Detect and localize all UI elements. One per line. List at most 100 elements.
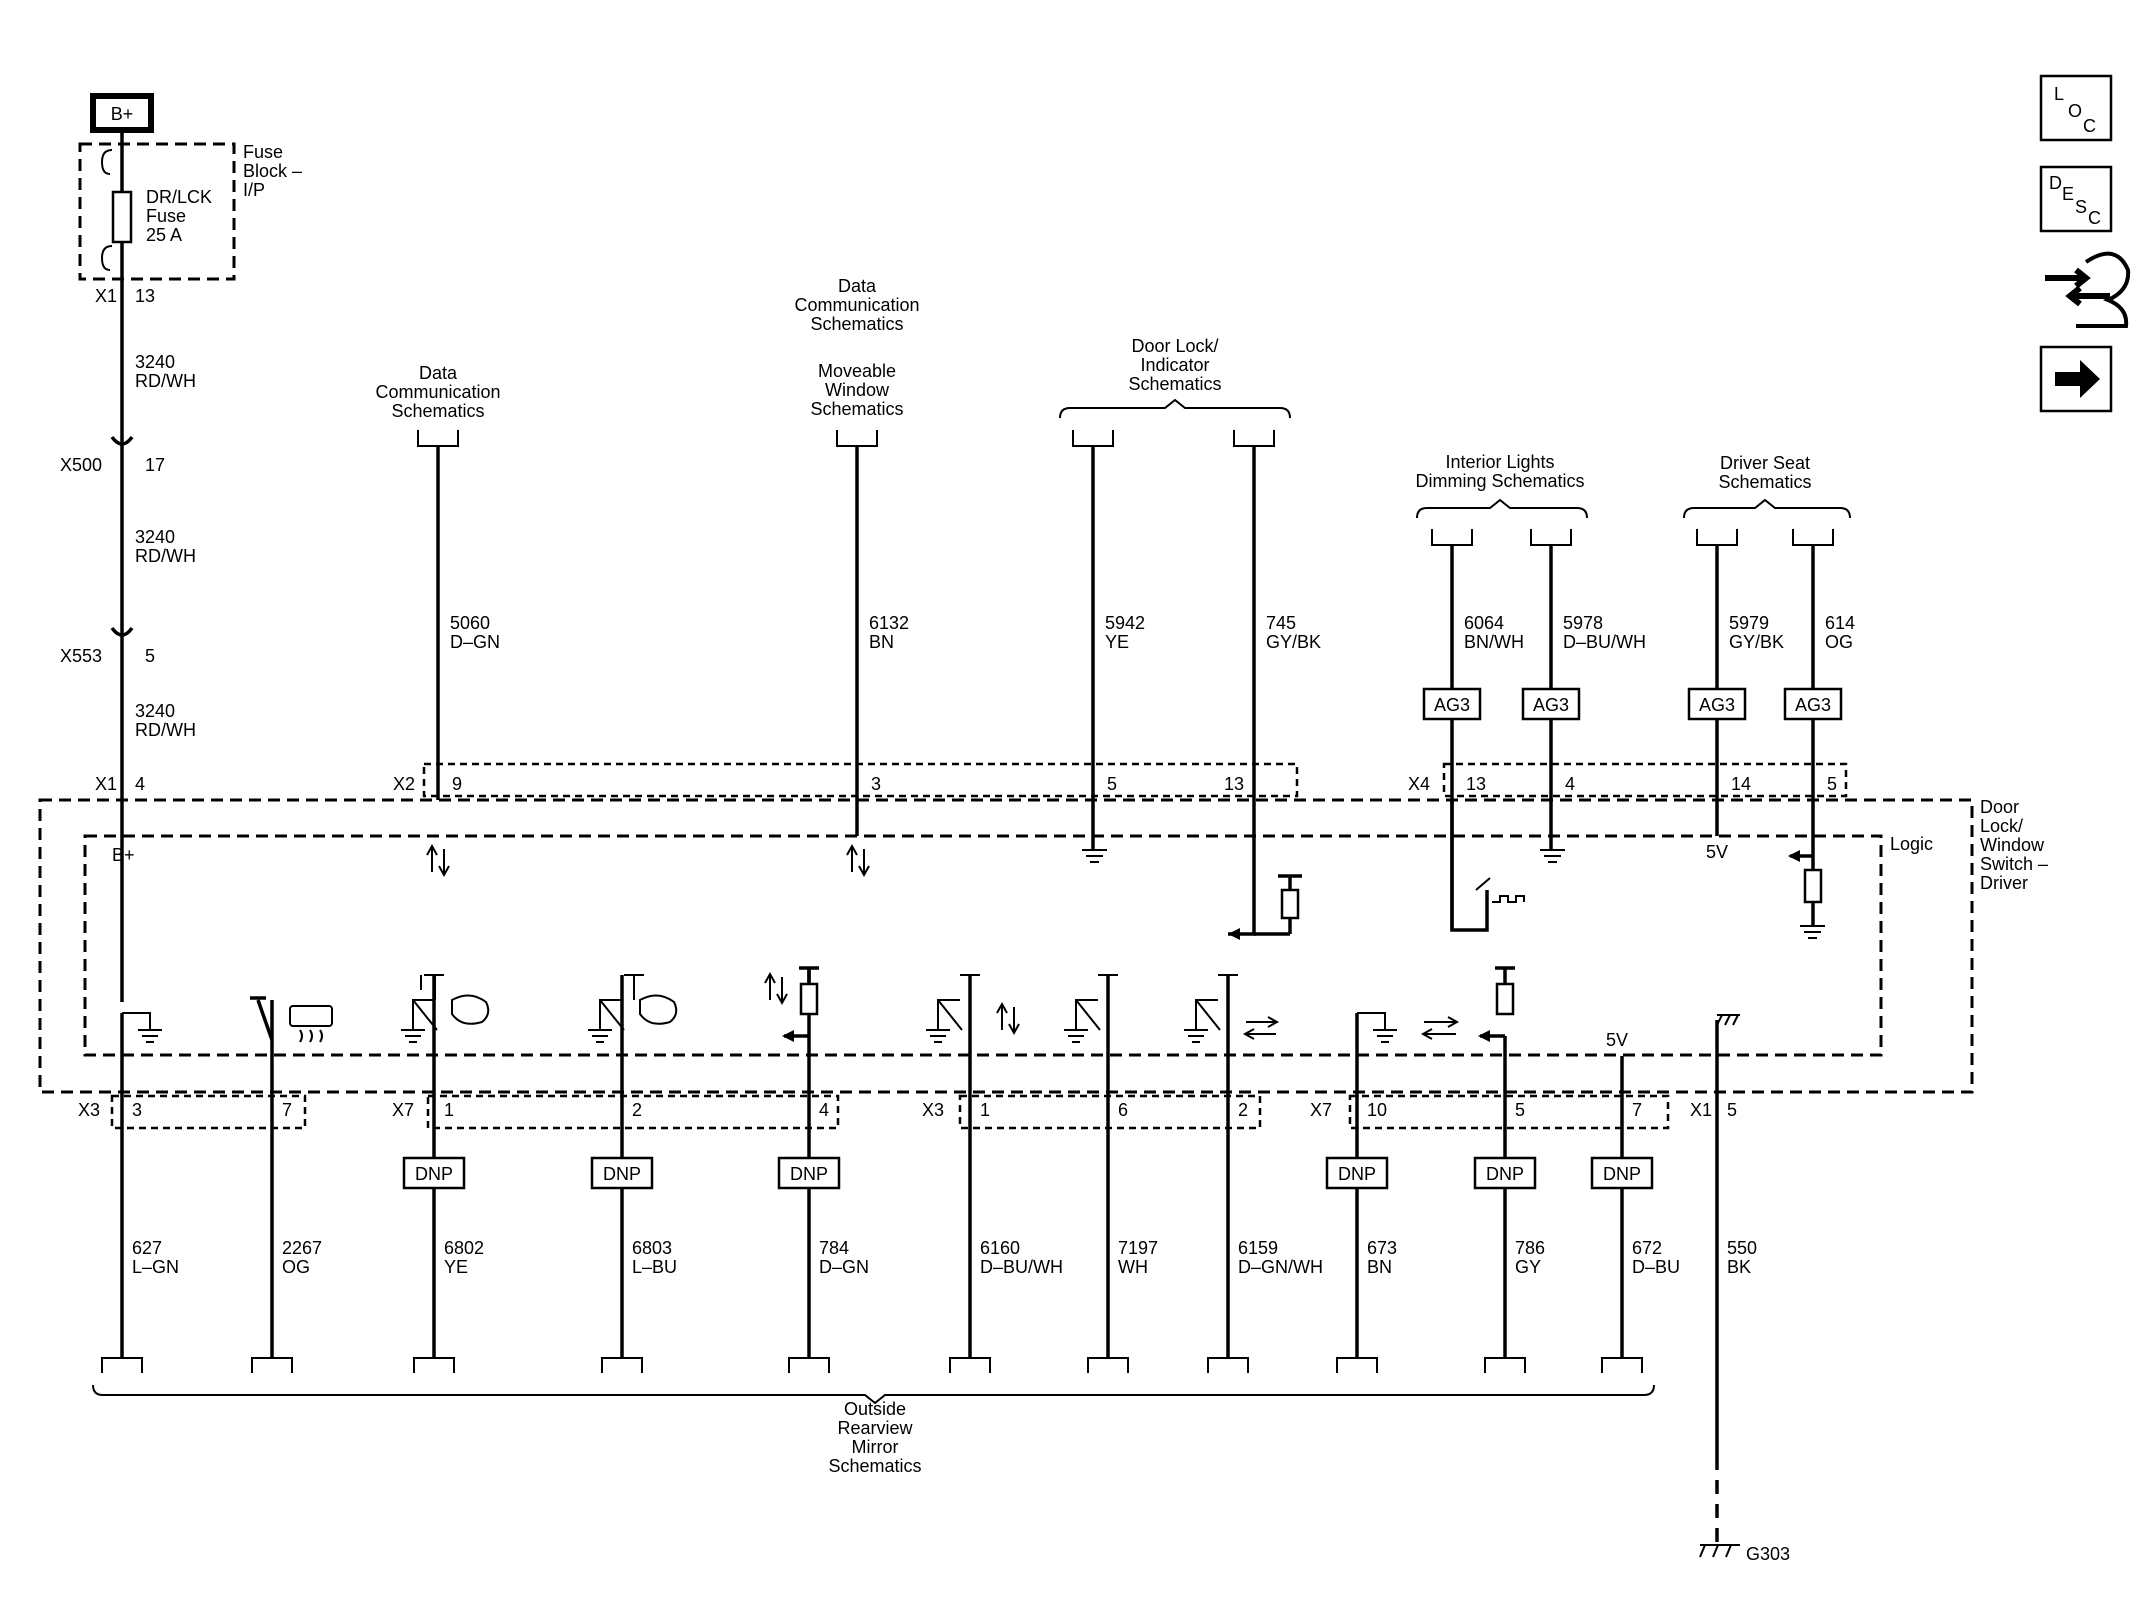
svg-text:Schematics: Schematics: [1128, 374, 1221, 394]
description-button[interactable]: D E S C: [2039, 165, 2113, 233]
terminal-icon: [1484, 1357, 1526, 1373]
switch-contacts-icons: [250, 974, 1238, 1043]
location-button[interactable]: L O C: [2039, 74, 2113, 142]
pin-number: 10: [1367, 1100, 1387, 1120]
connector-x2-label: X2: [393, 774, 415, 794]
wire-number: 5978: [1563, 613, 1603, 633]
wire-color: BK: [1727, 1257, 1751, 1277]
terminal-icon: [1431, 529, 1473, 546]
connector-x4-frame: [1442, 762, 1848, 798]
option-tag-box: [777, 1156, 841, 1190]
ref-data-communication-right[interactable]: Data Communication Schematics: [794, 276, 919, 334]
dimming-switch-icon: [1475, 877, 1525, 903]
svg-text:Switch –: Switch –: [1980, 854, 2048, 874]
svg-text:Communication: Communication: [375, 382, 500, 402]
wire-color: L–BU: [632, 1257, 677, 1277]
option-tag-box: [1521, 687, 1581, 721]
svg-text:O: O: [2068, 101, 2082, 121]
terminal-icon: [101, 1357, 143, 1373]
pin-number: 14: [1731, 774, 1751, 794]
option-tag-box: [1325, 1156, 1389, 1190]
wire-number: 5942: [1105, 613, 1145, 633]
terminal-icon: [1087, 1357, 1129, 1373]
svg-text:C: C: [2088, 208, 2101, 228]
pin-number: 5: [1107, 774, 1117, 794]
fuse-icon: [111, 190, 133, 244]
svg-text:Schematics: Schematics: [810, 314, 903, 334]
svg-text:E: E: [2062, 184, 2074, 204]
wire-number: 6160: [980, 1238, 1020, 1258]
svg-text:Moveable: Moveable: [818, 361, 896, 381]
five-volt-ref-bottom: 5V: [1606, 1030, 1628, 1050]
wire-color: D–GN: [450, 632, 500, 652]
pin-number: 7: [1632, 1100, 1642, 1120]
connector-end-view-button[interactable]: [2045, 251, 2131, 328]
ref-driver-seat[interactable]: Driver Seat Schematics: [1718, 453, 1811, 492]
next-page-button[interactable]: [2039, 345, 2113, 413]
top-wires: 5060D–GN96132BN35942YE5745GY/BK136064BN/…: [417, 430, 1855, 930]
module-name-label: Door Lock/ Window Switch – Driver: [1980, 797, 2048, 893]
five-volt-ref-top: 5V: [1706, 842, 1728, 862]
wire-3240-b-color: RD/WH: [135, 546, 196, 566]
sensor-resistors: [782, 966, 1515, 1042]
connector-end-view-icon: [2045, 267, 2110, 307]
option-tag: DNP: [1486, 1164, 1524, 1184]
connector-x7-frame: [426, 1094, 840, 1130]
svg-text:Indicator: Indicator: [1140, 355, 1209, 375]
connector-x1-top: X1: [95, 286, 117, 306]
option-tag: AG3: [1434, 695, 1470, 715]
wire-color: YE: [444, 1257, 468, 1277]
pin-5-x553: 5: [145, 646, 155, 666]
wire-color: WH: [1118, 1257, 1148, 1277]
module-bplus-label: B+: [112, 845, 135, 865]
pin-number: 13: [1224, 774, 1244, 794]
connector-x3b-label: X3: [922, 1100, 944, 1120]
option-tag: DNP: [1338, 1164, 1376, 1184]
ref-interior-lights-dimming[interactable]: Interior Lights Dimming Schematics: [1415, 452, 1584, 491]
wire-color: BN/WH: [1464, 632, 1524, 652]
terminal-icon: [836, 430, 878, 447]
terminal-icon: [1072, 430, 1114, 447]
pin-number: 5: [1515, 1100, 1525, 1120]
svg-text:D: D: [2049, 173, 2062, 193]
ref-door-lock-indicator[interactable]: Door Lock/ Indicator Schematics: [1128, 336, 1221, 394]
ref-moveable-window[interactable]: Moveable Window Schematics: [810, 361, 903, 419]
pin-number: 4: [819, 1100, 829, 1120]
ground-g303-label: G303: [1746, 1544, 1790, 1564]
svg-text:Driver Seat: Driver Seat: [1720, 453, 1810, 473]
ground-g303-icon: [1699, 1544, 1740, 1558]
pin-number: 13: [1466, 774, 1486, 794]
terminal-icon: [949, 1357, 991, 1373]
svg-text:Data: Data: [838, 276, 877, 296]
fuse-block-outline: [78, 142, 236, 281]
svg-text:Window: Window: [1980, 835, 2045, 855]
pin-number: 2: [1238, 1100, 1248, 1120]
wire-number: 5060: [450, 613, 490, 633]
wire-color: D–GN: [819, 1257, 869, 1277]
wire-number: 550: [1727, 1238, 1757, 1258]
terminal-icon: [1792, 529, 1834, 546]
connector-x7b-frame: [1348, 1094, 1670, 1130]
terminal-icon: [251, 1357, 293, 1373]
wire-color: D–BU/WH: [980, 1257, 1063, 1277]
pin-number: 2: [632, 1100, 642, 1120]
option-tag: DNP: [415, 1164, 453, 1184]
ref-data-communication-left[interactable]: Data Communication Schematics: [375, 363, 500, 421]
module-outer-outline: [38, 798, 1974, 1094]
option-tag-box: [1590, 1156, 1654, 1190]
wire-3240-a-num: 3240: [135, 352, 175, 372]
ref-outside-rearview-mirror[interactable]: Outside Rearview Mirror Schematics: [828, 1399, 921, 1476]
svg-text:Rearview: Rearview: [837, 1418, 913, 1438]
wire-color: GY: [1515, 1257, 1541, 1277]
option-tag-box: [1687, 687, 1747, 721]
pin-number: 5: [1827, 774, 1837, 794]
svg-text:Communication: Communication: [794, 295, 919, 315]
svg-text:Interior Lights: Interior Lights: [1445, 452, 1554, 472]
